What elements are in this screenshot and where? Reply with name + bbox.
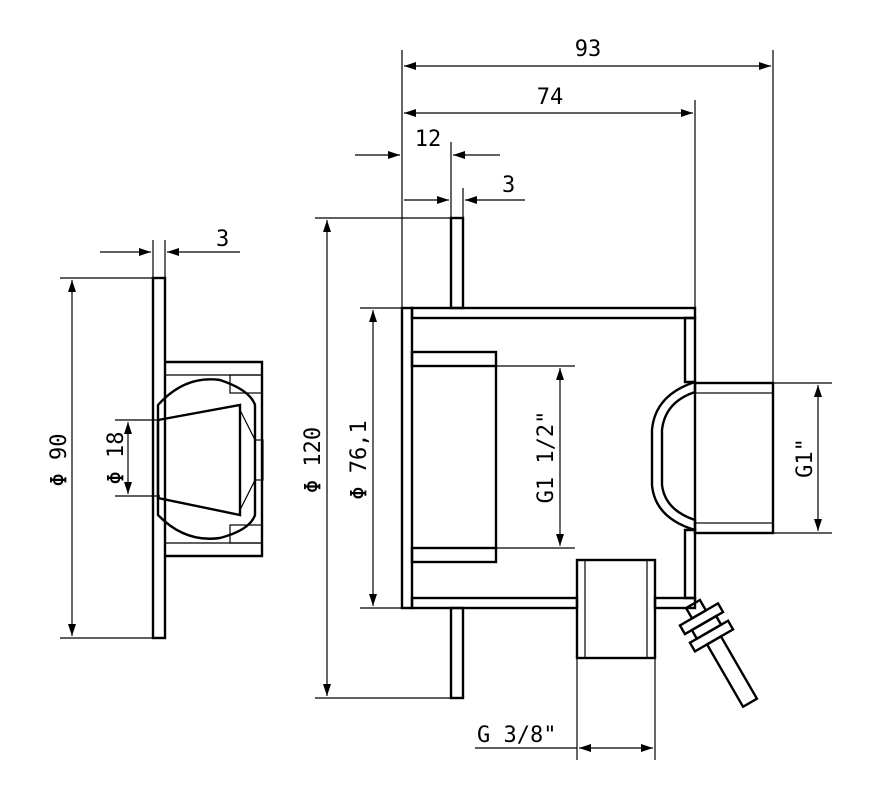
dim-d90-label: Φ 90 (47, 434, 72, 487)
left-view: Φ 90 Φ 18 3 (47, 227, 264, 640)
dim-d76-label: Φ 76,1 (347, 420, 372, 499)
right-flange-bottom (449, 606, 465, 700)
dim-g1-label: G1" (793, 438, 818, 478)
dim-3-left-label: 3 (216, 227, 229, 252)
bottom-nozzle (575, 558, 657, 660)
right-dome (650, 380, 697, 532)
sensor-probe (678, 598, 759, 709)
left-ball (156, 378, 257, 540)
dim-3-right-label: 3 (502, 173, 515, 198)
dim-93-label: 93 (575, 37, 602, 62)
inner-insert-top (410, 350, 498, 368)
dim-g112-label: G1 1/2" (534, 411, 559, 504)
dim-g38-label: G 3/8" (477, 723, 556, 748)
dim-12-label: 12 (415, 127, 442, 152)
right-flange-top (449, 216, 465, 310)
right-top-wall (410, 306, 697, 320)
right-left-wall (400, 306, 414, 610)
dim-74-label: 74 (537, 85, 564, 110)
left-housing (165, 360, 264, 558)
dim-d120-label: Φ 120 (301, 427, 326, 493)
dim-d18-label: Φ 18 (104, 432, 129, 485)
side-nozzle (693, 381, 775, 535)
right-view: 93 74 12 3 Φ 120 Φ 76,1 G1 1/2" (301, 37, 832, 760)
